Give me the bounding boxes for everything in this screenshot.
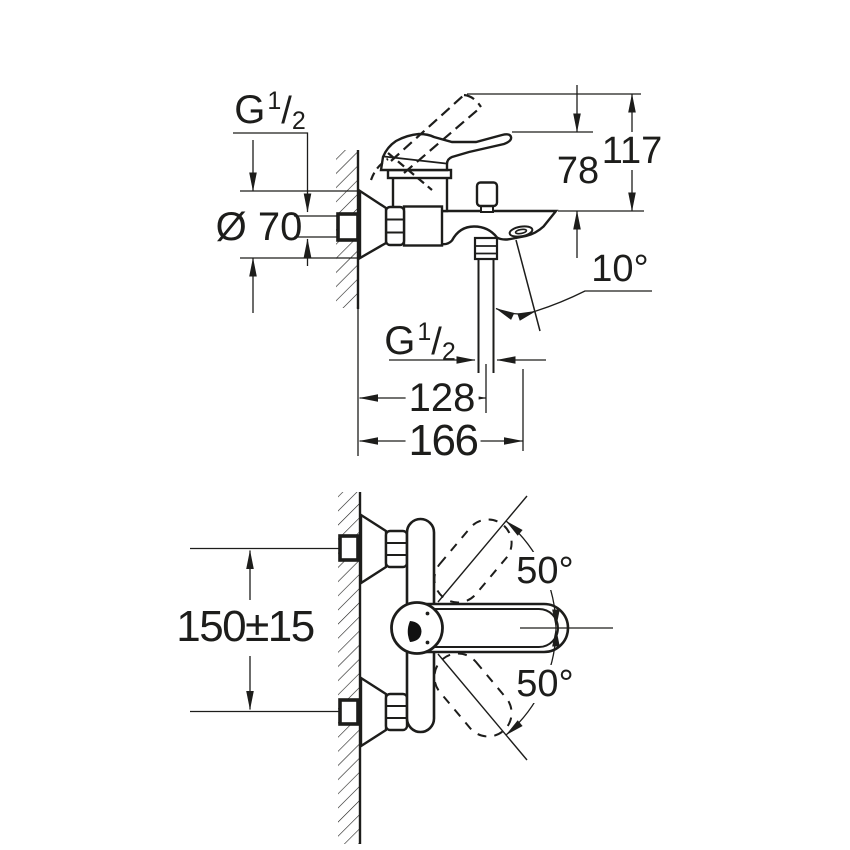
supply-fitting: [336, 212, 360, 242]
lever-handle-side: [379, 132, 513, 172]
escutcheon-cone: [358, 188, 388, 261]
aerator-outlet: [508, 225, 534, 238]
dim-label-angle-50-upper: 50°: [513, 552, 577, 590]
supply-fitting: [338, 698, 360, 726]
valve-body: [402, 205, 444, 247]
spout-deck: [439, 209, 559, 246]
dim-label-128: 128: [405, 378, 479, 418]
dim-label-diameter-70: Ø 70: [215, 205, 303, 249]
dim-label-117: 117: [598, 132, 666, 170]
dim-label-angle-10: 10°: [588, 250, 652, 288]
dim-label-angle-50-lower: 50°: [513, 665, 577, 703]
dim-label-150-15: 150±15: [173, 605, 317, 649]
escutcheon-cone: [359, 512, 388, 586]
front-view-elevation: [190, 492, 613, 844]
dim-label-78: 78: [556, 150, 600, 192]
mixer-body-side: [358, 132, 559, 373]
union-nut: [384, 529, 409, 569]
union-nut: [384, 692, 409, 732]
diverter-knob: [475, 181, 499, 208]
front-view-dimensions: [246, 495, 613, 761]
union-nut: [384, 205, 406, 247]
dim-label-g12-shower: G1/2: [384, 318, 456, 366]
top-view-dimensions: [233, 85, 652, 451]
escutcheon-cone: [359, 675, 388, 749]
dim-label-g12-wall: G1/2: [234, 87, 306, 135]
supply-fitting: [338, 534, 360, 562]
lever-raised-dashed: [369, 93, 482, 191]
spray-angle-line: [515, 239, 541, 332]
brand-mark: [407, 621, 422, 642]
top-view-side-elevation: [336, 93, 559, 456]
dim-label-166: 166: [405, 419, 481, 463]
wall-hatch: [338, 492, 360, 844]
